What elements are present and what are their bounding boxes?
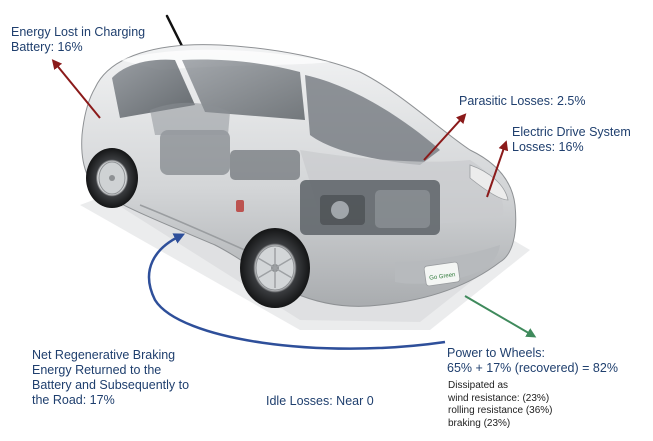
dissipated-heading: Dissipated as [448, 380, 509, 391]
regen-braking-label: Net Regenerative Braking Energy Returned… [32, 348, 189, 408]
charging-loss-arrow [51, 59, 101, 119]
idle-loss-label: Idle Losses: Near 0 [266, 394, 374, 409]
parasitic-loss-arrow [423, 113, 467, 161]
drive-loss-label: Electric Drive System Losses: 16% [512, 125, 631, 155]
regen-line-3: Battery and Subsequently to [32, 378, 190, 392]
charging-loss-value: Battery: 16% [11, 40, 83, 54]
regen-line-4: the Road: 17% [32, 393, 115, 407]
drive-loss-line: Electric Drive System [512, 125, 631, 139]
license-plate-text: Go Green [429, 272, 456, 282]
regen-braking-arrow [147, 233, 446, 350]
drive-loss-arrow [486, 140, 509, 198]
idle-loss-text: Idle Losses: Near 0 [266, 394, 374, 408]
charging-loss-line: Energy Lost in Charging [11, 25, 146, 39]
rear-wheel [86, 148, 138, 208]
front-wheel [240, 228, 310, 308]
regen-line-2: Energy Returned to the [32, 363, 162, 377]
wind-resistance: wind resistance: (23%) [448, 392, 550, 404]
braking-dissipation: braking (23%) [448, 417, 511, 429]
charging-loss-label: Energy Lost in Charging Battery: 16% [11, 25, 145, 55]
parasitic-loss-label: Parasitic Losses: 2.5% [459, 94, 585, 109]
parasitic-loss-text: Parasitic Losses: 2.5% [459, 94, 586, 108]
wheels-line-1: Power to Wheels: [447, 346, 545, 360]
drivetrain-internals [150, 102, 440, 235]
power-to-wheels-label: Power to Wheels: 65% + 17% (recovered) =… [447, 346, 618, 376]
car-body: Go Green [81, 44, 517, 307]
regen-line-1: Net Regenerative Braking [32, 348, 176, 362]
wheels-line-2: 65% + 17% (recovered) = 82% [447, 361, 618, 375]
rolling-resistance: rolling resistance (36%) [448, 405, 553, 416]
wheels-power-arrow [464, 295, 537, 338]
drive-loss-value: Losses: 16% [512, 140, 584, 154]
dissipated-breakdown: Dissipated as wind resistance: (23%) rol… [448, 380, 553, 430]
